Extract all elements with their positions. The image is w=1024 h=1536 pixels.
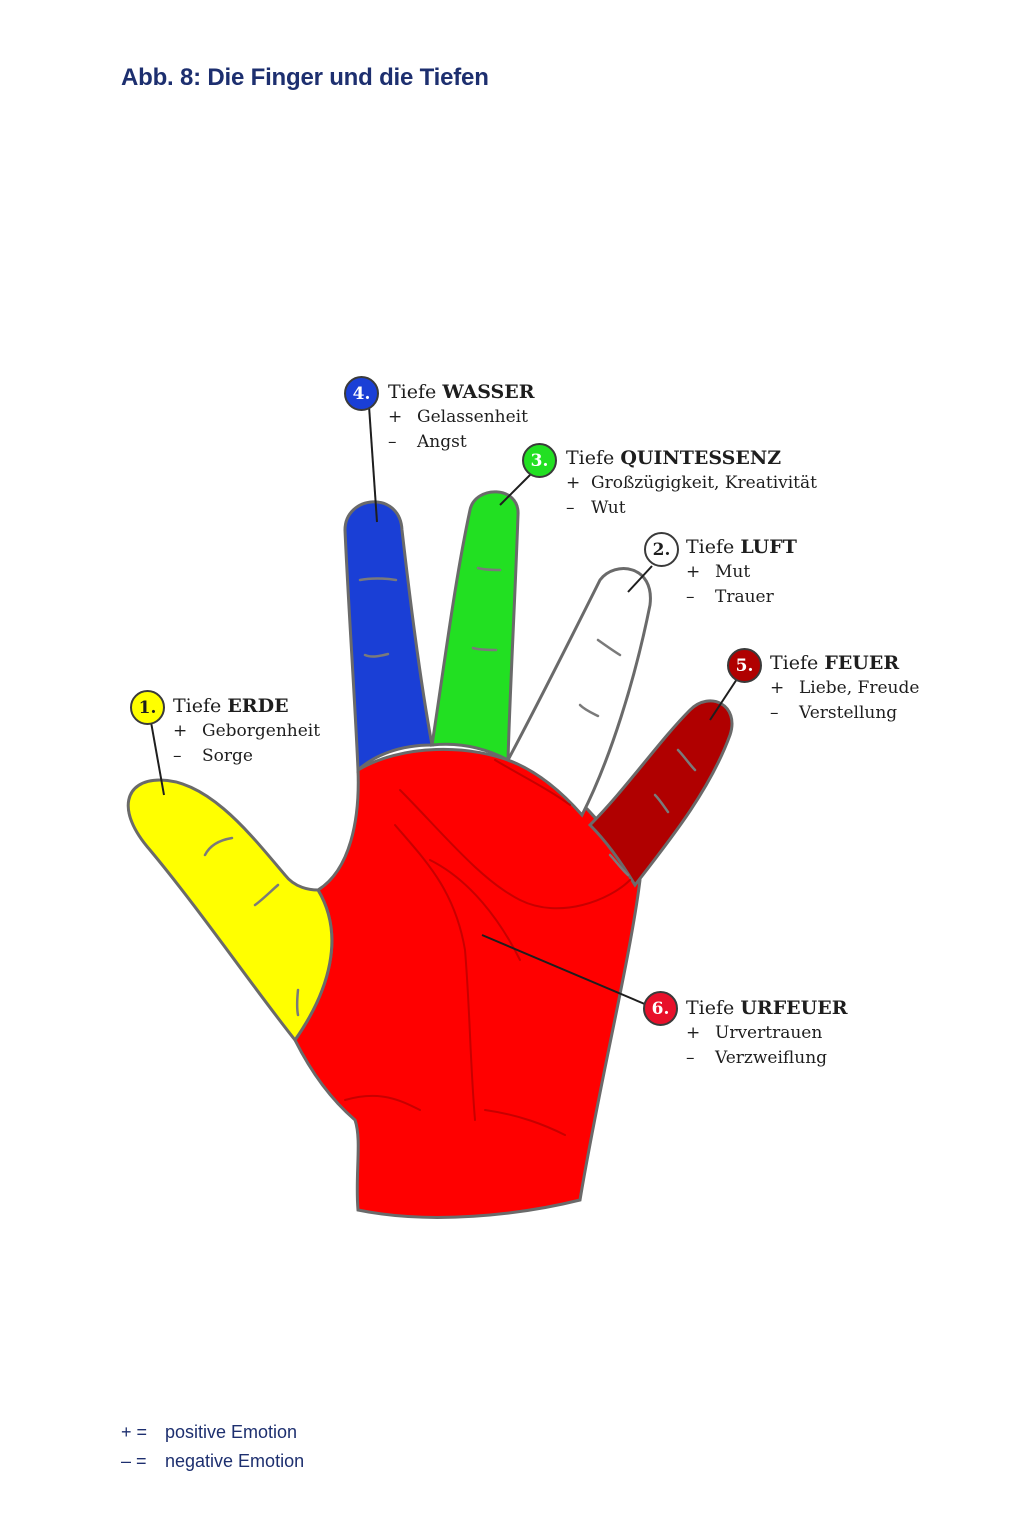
finger-thumb-erde bbox=[126, 778, 334, 1043]
label-wasser: Tiefe WASSER +Gelassenheit –Angst bbox=[388, 380, 535, 455]
label-luft: Tiefe LUFT +Mut –Trauer bbox=[686, 535, 797, 610]
finger-little-feuer bbox=[587, 699, 734, 888]
negative-emotion: Verzweiflung bbox=[715, 1048, 828, 1068]
negative-emotion: Trauer bbox=[715, 587, 774, 607]
badge-luft: 2. bbox=[644, 532, 679, 567]
positive-emotion: Geborgenheit bbox=[202, 721, 321, 741]
negative-emotion: Verstellung bbox=[799, 703, 898, 723]
negative-emotion: Sorge bbox=[202, 746, 253, 766]
positive-emotion: Liebe, Freude bbox=[799, 678, 920, 698]
legend-positive: + =positive Emotion bbox=[121, 1422, 298, 1442]
badge-quintessenz: 3. bbox=[522, 443, 557, 478]
badge-wasser: 4. bbox=[344, 376, 379, 411]
figure-title: Abb. 8: Die Finger und die Tiefen bbox=[121, 64, 489, 91]
badge-feuer: 5. bbox=[727, 648, 762, 683]
badge-urfeuer: 6. bbox=[643, 991, 678, 1026]
finger-middle-quintessenz bbox=[430, 490, 520, 763]
finger-ring-luft bbox=[505, 567, 652, 818]
legend-negative: – =negative Emotion bbox=[121, 1451, 305, 1471]
negative-emotion: Angst bbox=[417, 432, 467, 452]
label-erde: Tiefe ERDE +Geborgenheit –Sorge bbox=[173, 694, 320, 769]
finger-index-wasser bbox=[343, 500, 434, 774]
positive-emotion: Urvertrauen bbox=[715, 1023, 823, 1043]
label-urfeuer: Tiefe URFEUER +Urvertrauen –Verzweiflung bbox=[686, 996, 848, 1071]
label-feuer: Tiefe FEUER +Liebe, Freude –Verstellung bbox=[770, 651, 919, 726]
positive-emotion: Großzügigkeit, Kreativität bbox=[591, 473, 817, 493]
positive-emotion: Mut bbox=[715, 562, 751, 582]
label-quintessenz: Tiefe QUINTESSENZ +Großzügigkeit, Kreati… bbox=[566, 446, 817, 521]
negative-emotion: Wut bbox=[591, 498, 626, 518]
positive-emotion: Gelassenheit bbox=[417, 407, 528, 427]
badge-erde: 1. bbox=[130, 690, 165, 725]
